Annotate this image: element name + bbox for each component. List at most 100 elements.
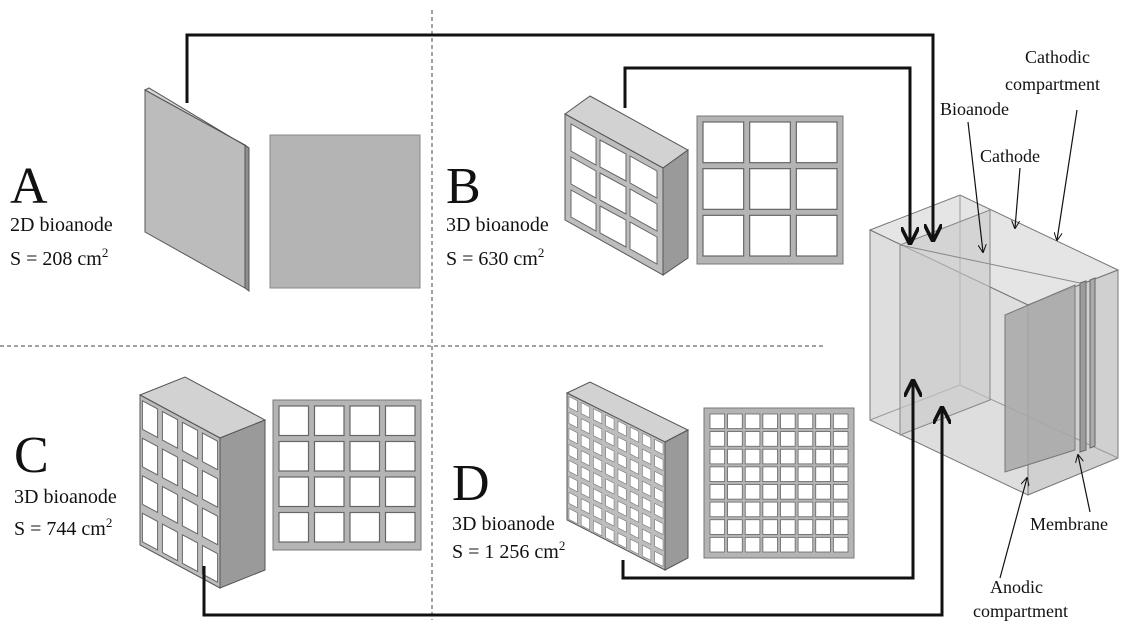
grid-cell xyxy=(815,501,831,518)
grid-cell xyxy=(727,413,743,430)
grid-opening xyxy=(642,448,652,465)
panel-c-type: 3D bioanode xyxy=(14,486,117,508)
grid-cell xyxy=(278,476,310,508)
grid-opening xyxy=(568,460,578,477)
grid-opening xyxy=(568,476,578,493)
grid-cell xyxy=(832,536,849,553)
grid-opening xyxy=(629,458,639,475)
grid-opening xyxy=(629,426,639,443)
grid-opening xyxy=(654,470,664,487)
grid-cell xyxy=(832,431,849,447)
grid-opening xyxy=(617,452,627,469)
grid-cell xyxy=(702,214,745,257)
panel-a-letter: A xyxy=(10,158,48,215)
grid-opening xyxy=(141,512,159,551)
grid-opening xyxy=(605,494,615,511)
panel-a-plate-front xyxy=(269,134,421,289)
grid-cell xyxy=(744,413,761,430)
grid-cell xyxy=(709,484,726,500)
grid-cell xyxy=(815,413,831,430)
grid-opening xyxy=(654,486,664,503)
grid-opening xyxy=(201,544,219,584)
grid-cell xyxy=(278,440,310,472)
panel-c-letter: C xyxy=(14,427,49,484)
grid-opening xyxy=(580,418,590,435)
grid-opening xyxy=(580,434,590,451)
grid-cell xyxy=(384,511,416,543)
grid-opening xyxy=(629,522,639,539)
grid-cell xyxy=(702,168,745,210)
grid-cell xyxy=(727,448,743,465)
grid-opening xyxy=(642,464,652,481)
grid-cell xyxy=(815,519,831,535)
panel-a-surface: S = 208 cm2 xyxy=(10,245,108,270)
grid-opening xyxy=(629,506,639,523)
panel-b-grid-cells xyxy=(702,121,838,257)
grid-cell xyxy=(797,431,814,447)
grid-opening xyxy=(654,502,664,519)
grid-cell xyxy=(744,448,761,465)
grid-cell xyxy=(349,405,381,437)
grid-cell xyxy=(797,413,814,430)
grid-cell xyxy=(762,448,778,465)
grid-opening xyxy=(181,458,199,498)
grid-cell xyxy=(780,466,796,482)
grid-cell xyxy=(815,484,831,500)
panel-d-type: 3D bioanode xyxy=(452,513,555,535)
grid-opening xyxy=(605,478,615,495)
grid-opening xyxy=(654,518,664,535)
panel-d-grid-front xyxy=(703,407,855,559)
grid-opening xyxy=(629,442,639,459)
grid-opening xyxy=(642,528,652,545)
grid-opening xyxy=(629,474,639,491)
arrow-a-to-reactor xyxy=(185,33,933,240)
grid-cell xyxy=(349,511,381,543)
grid-opening xyxy=(181,421,199,460)
grid-opening xyxy=(593,456,603,473)
grid-cell xyxy=(780,519,796,535)
grid-opening xyxy=(181,496,199,535)
grid-cell xyxy=(744,431,761,447)
panel-d-letter: D xyxy=(452,455,490,512)
pointer-bioanode xyxy=(967,121,983,252)
panel-b-grid-3d xyxy=(564,95,689,276)
grid-opening xyxy=(629,538,639,555)
panel-c-grid-3d xyxy=(138,376,267,589)
grid-opening xyxy=(568,428,578,445)
grid-cell xyxy=(709,448,726,465)
grid-cell xyxy=(815,431,831,447)
grid-cell xyxy=(709,466,726,482)
grid-opening xyxy=(580,498,590,515)
grid-cell xyxy=(749,214,791,257)
grid-cell xyxy=(780,501,796,518)
grid-cell xyxy=(780,484,796,500)
grid-opening xyxy=(617,468,627,485)
grid-cell xyxy=(795,121,838,164)
grid-cell xyxy=(727,501,743,518)
grid-cell xyxy=(709,431,726,447)
grid-opening xyxy=(642,480,652,497)
grid-cell xyxy=(349,440,381,472)
grid-opening xyxy=(654,550,664,567)
grid-cell xyxy=(797,501,814,518)
panel-a-type: 2D bioanode xyxy=(10,214,113,236)
grid-cell xyxy=(797,484,814,500)
grid-opening xyxy=(617,500,627,517)
grid-cell xyxy=(762,519,778,535)
grid-cell xyxy=(709,413,726,430)
grid-opening xyxy=(161,485,179,525)
grid-cell xyxy=(744,519,761,535)
grid-cell xyxy=(815,466,831,482)
grid-cell xyxy=(762,466,778,482)
grid-opening xyxy=(605,414,615,431)
pointer-cathode xyxy=(1015,167,1021,228)
grid-cell xyxy=(832,501,849,518)
grid-opening xyxy=(605,526,615,543)
grid-opening xyxy=(593,504,603,521)
grid-cell xyxy=(744,501,761,518)
grid-opening xyxy=(642,432,652,449)
grid-cell xyxy=(727,466,743,482)
grid-opening xyxy=(642,496,652,513)
grid-opening xyxy=(568,444,578,461)
grid-cell xyxy=(727,519,743,535)
